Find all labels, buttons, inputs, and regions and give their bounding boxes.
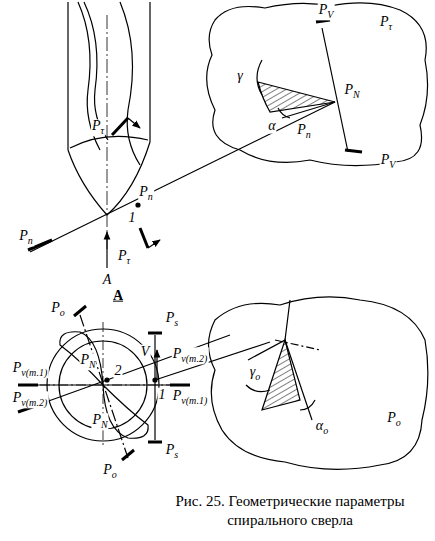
callout-number: 1 — [158, 388, 167, 403]
symbol-label: Pv(т.2) — [12, 391, 49, 408]
symbol-label: V — [140, 345, 151, 360]
symbol-label: Pv(т.1) — [172, 389, 209, 406]
symbol-label: PV — [380, 153, 397, 170]
symbol-label: γ — [236, 69, 244, 84]
symbol-label: γo — [249, 365, 262, 382]
figure-caption: Рис. 25. Геометрические параметры спирал… — [170, 492, 410, 530]
symbol-label: Po — [386, 411, 402, 428]
symbol-label: Pn — [18, 229, 34, 246]
symbol-label: Ps — [165, 443, 179, 460]
symbol-label: Pτ — [379, 15, 393, 32]
symbol-label: Pn — [296, 123, 312, 140]
symbol-label: Po — [50, 301, 66, 318]
symbol-label: Pv(т.2) — [172, 347, 209, 364]
symbol-label: PN — [91, 413, 108, 430]
symbol-label: Po — [102, 463, 118, 480]
callout-number: 2 — [114, 364, 123, 379]
symbol-label: PN — [343, 83, 360, 100]
symbol-label: Pv(т.1) — [12, 361, 49, 378]
symbol-label: α — [267, 119, 276, 134]
symbol-label: A — [102, 273, 113, 288]
symbol-label: Pτ — [91, 119, 105, 136]
symbol-label: A — [112, 289, 124, 304]
symbol-label: Pτ — [117, 249, 131, 266]
callout-number: 1 — [128, 211, 137, 226]
symbol-label: Ps — [165, 311, 179, 328]
symbol-label: PN — [79, 353, 96, 370]
symbol-label: Pn — [138, 185, 154, 202]
symbol-label: PV — [318, 3, 335, 20]
symbol-label: αo — [315, 419, 329, 436]
